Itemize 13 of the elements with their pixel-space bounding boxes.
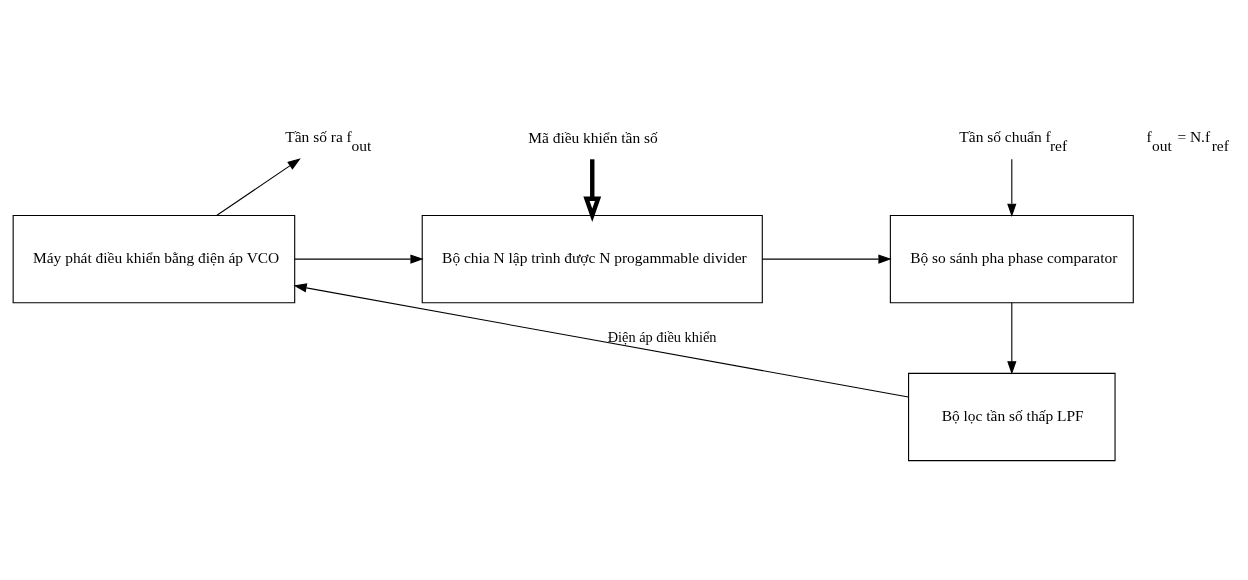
arrow <box>761 254 892 264</box>
node-box: Bộ lọc tần số thấp LPF <box>908 372 1116 462</box>
arrow <box>293 283 909 398</box>
node-box: Máy phát điều khiển bằng điện áp VCO <box>12 214 296 304</box>
node-box: Bộ chia N lập trình được N progammable divider <box>421 214 763 304</box>
arrow <box>583 159 602 222</box>
edge-label: Điện áp điều khiển <box>607 328 717 345</box>
arrow <box>294 254 424 264</box>
node-text: Mã điều khiển tần số <box>528 129 658 147</box>
arrow <box>216 158 301 216</box>
arrow <box>1007 302 1017 375</box>
node-box: Bộ so sánh pha phase comparator <box>889 214 1134 304</box>
arrow <box>1007 158 1017 217</box>
